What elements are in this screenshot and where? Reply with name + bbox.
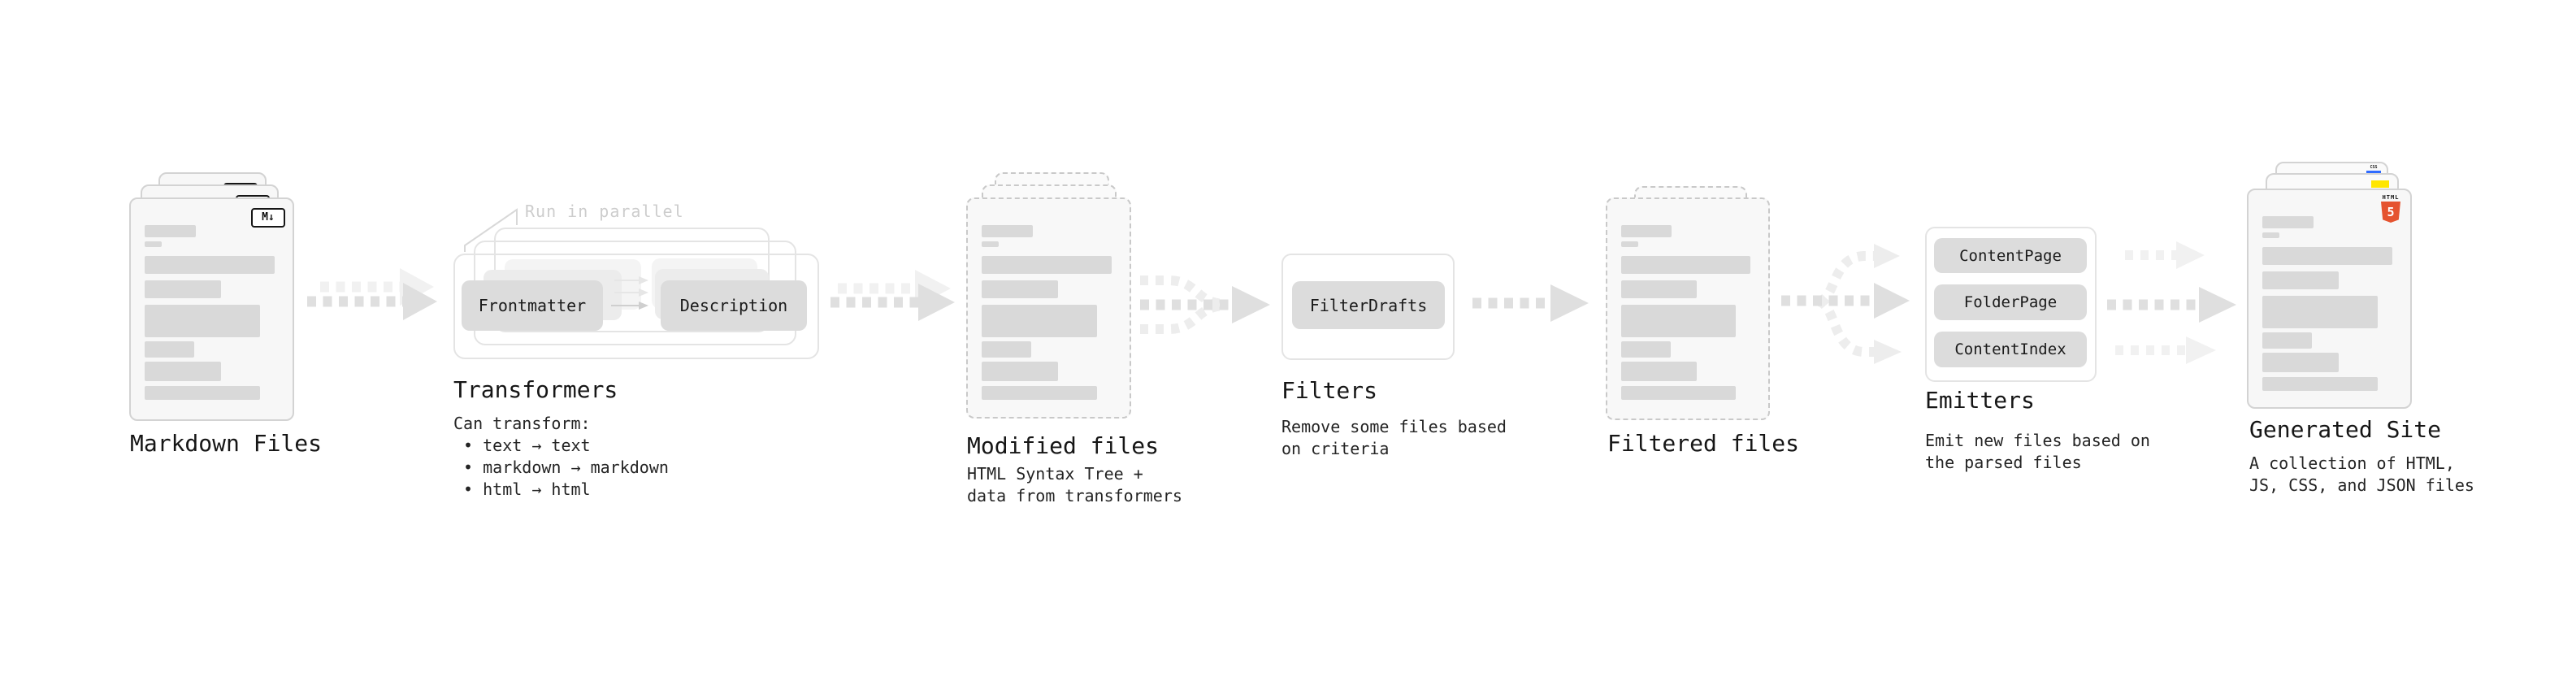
transformers-note-line: • text → text xyxy=(453,436,591,455)
transformer-step-description: Description xyxy=(661,280,807,331)
emitter-folderpage: FolderPage xyxy=(1934,284,2087,320)
emitter-contentindex: ContentIndex xyxy=(1934,332,2087,367)
modified-files-note: HTML Syntax Tree + data from transformer… xyxy=(967,463,1182,507)
html5-icon-shield: 5 xyxy=(2381,202,2400,223)
filters-note-line: on criteria xyxy=(1281,439,1390,458)
generated-site-note-line: JS, CSS, and JSON files xyxy=(2249,475,2474,495)
document-text-placeholder xyxy=(1621,225,1754,400)
transformers-note: Can transform: • text → text • markdown … xyxy=(453,413,669,501)
filters-title: Filters xyxy=(1281,377,1378,404)
arrow-transformers-to-modified xyxy=(830,270,955,321)
filters-note-line: Remove some files based xyxy=(1281,417,1507,436)
transformers-note-line: • html → html xyxy=(453,479,591,499)
generated-site-note-line: A collection of HTML, xyxy=(2249,453,2455,473)
emitter-contentpage: ContentPage xyxy=(1934,238,2087,273)
js-file-icon xyxy=(2371,180,2389,188)
document-text-placeholder xyxy=(982,225,1116,400)
arrow-modified-to-filters xyxy=(1140,275,1270,334)
document-text-placeholder xyxy=(2262,216,2396,391)
transformers-note-line: • markdown → markdown xyxy=(453,458,669,477)
run-in-parallel-label: Run in parallel xyxy=(525,202,684,221)
generated-file-card-html: HTML 5 xyxy=(2247,189,2412,409)
markdown-files-title: Markdown Files xyxy=(130,430,323,457)
transformers-title: Transformers xyxy=(453,376,618,403)
transformers-note-line: Can transform: xyxy=(453,414,591,433)
markdown-icon: M↓ xyxy=(251,208,285,228)
transformer-step-frontmatter: Frontmatter xyxy=(462,280,603,331)
filtered-file-card-front xyxy=(1606,197,1770,420)
transformer-batch-frame-front xyxy=(453,254,819,359)
arrow-filters-to-filtered xyxy=(1472,284,1589,322)
emitters-note-line: Emit new files based on xyxy=(1925,431,2150,450)
modified-files-note-line: HTML Syntax Tree + xyxy=(967,464,1143,484)
filtered-files-title: Filtered files xyxy=(1607,430,1800,457)
css-file-icon: CSS xyxy=(2366,166,2381,173)
markdown-file-card-front: M↓ xyxy=(129,197,294,421)
arrow-markdown-to-transformers xyxy=(307,268,437,320)
generated-site-note: A collection of HTML, JS, CSS, and JSON … xyxy=(2249,453,2474,497)
filters-note: Remove some files based on criteria xyxy=(1281,416,1507,460)
modified-files-note-line: data from transformers xyxy=(967,486,1182,505)
modified-file-card-front xyxy=(966,197,1131,419)
emitters-note: Emit new files based on the parsed files xyxy=(1925,430,2150,474)
emitters-title: Emitters xyxy=(1925,387,2035,414)
generated-site-title: Generated Site xyxy=(2249,416,2442,443)
filter-filterdrafts: FilterDrafts xyxy=(1292,281,1445,329)
arrow-emitters-to-generated xyxy=(2107,241,2236,364)
document-text-placeholder xyxy=(145,225,279,400)
arrow-filtered-to-emitters xyxy=(1781,244,1910,364)
emitters-note-line: the parsed files xyxy=(1925,453,2082,472)
html5-icon-word: HTML xyxy=(2382,194,2400,201)
modified-files-title: Modified files xyxy=(967,432,1160,459)
html5-icon: HTML 5 xyxy=(2380,194,2401,223)
